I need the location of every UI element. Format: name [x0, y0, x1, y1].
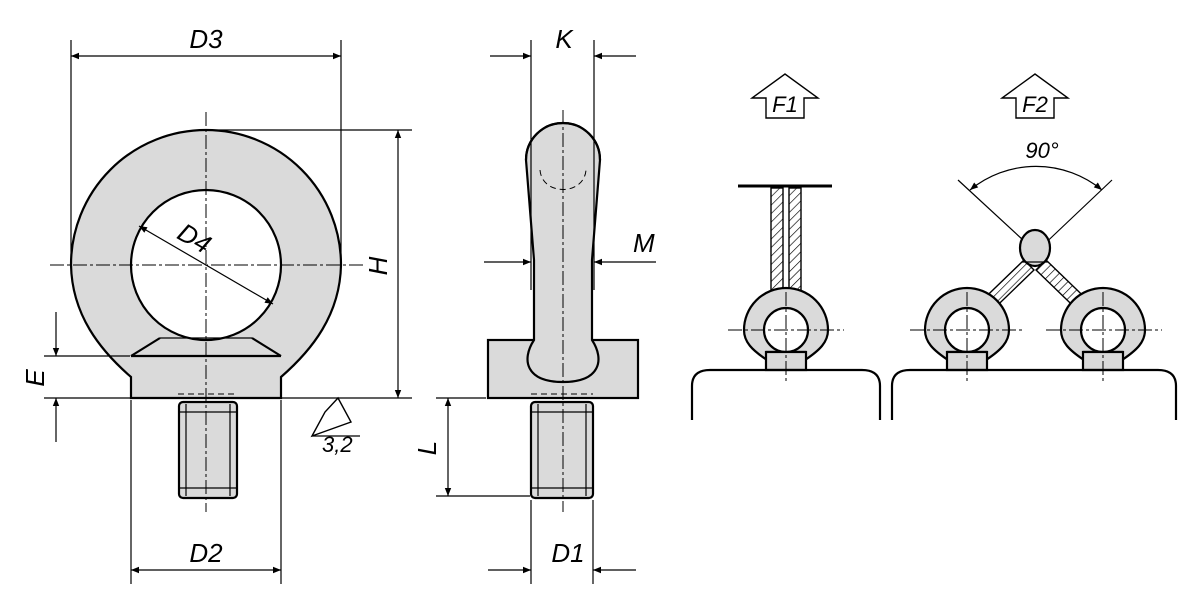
f2-label: F2: [1022, 92, 1048, 117]
side-view: K M L D1: [412, 24, 656, 584]
k-label: K: [555, 24, 574, 54]
load-case-f2: F2 90°: [890, 73, 1178, 420]
e-label: E: [20, 369, 50, 387]
f1-sling-left: [770, 187, 784, 295]
front-collar-chamfer-left: [130, 337, 161, 357]
f1-arrow-icon: [749, 73, 821, 119]
load-case-f1: F1: [690, 73, 882, 420]
front-view: D3 D4 H E D2 3,2: [20, 24, 412, 584]
front-collar-chamfer-right: [251, 337, 282, 357]
m-label: M: [633, 228, 655, 258]
d4-dimension-line: [138, 225, 274, 305]
front-thread-shank: [177, 400, 239, 500]
f1-workpiece: [690, 368, 882, 420]
f2-shackle: [1018, 228, 1052, 268]
l-label: L: [412, 441, 442, 455]
f1-label: F1: [772, 92, 798, 117]
d3-label: D3: [189, 24, 223, 54]
f2-arrow-icon: [999, 73, 1071, 119]
side-thread-shank: [529, 400, 595, 500]
f1-sling-right: [788, 187, 802, 301]
h-label: H: [363, 256, 393, 275]
d2-label: D2: [189, 538, 223, 568]
roughness-symbol: [310, 396, 353, 438]
d1-label: D1: [551, 538, 584, 568]
f2-workpiece: [890, 368, 1178, 420]
roughness-value: 3,2: [322, 432, 353, 457]
f2-angle-arc: [969, 165, 1103, 191]
f2-angle-label: 90°: [1025, 138, 1058, 163]
